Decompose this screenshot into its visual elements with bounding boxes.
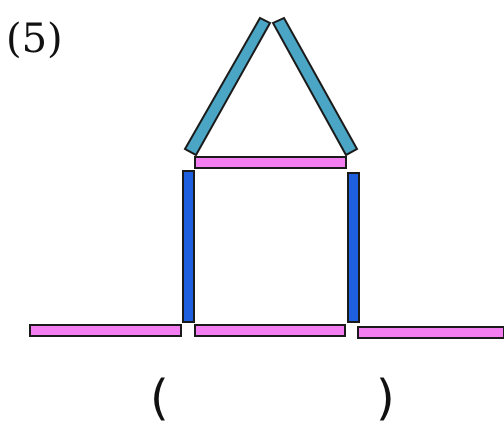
roof-right-stick[interactable]	[271, 16, 359, 157]
floor-left-stick[interactable]	[29, 324, 182, 337]
left-wall-stick[interactable]	[182, 170, 195, 323]
sticks-group	[29, 16, 504, 339]
ceiling-stick[interactable]	[194, 156, 347, 169]
problem-number-label: (5)	[6, 16, 63, 62]
right-wall-stick[interactable]	[347, 172, 360, 323]
answer-close-paren: )	[376, 370, 395, 425]
answer-blank[interactable]	[185, 372, 370, 418]
floor-right-stick[interactable]	[357, 326, 504, 339]
answer-open-paren: (	[150, 370, 169, 425]
roof-left-stick[interactable]	[183, 16, 272, 157]
floor-center-stick[interactable]	[194, 324, 346, 337]
